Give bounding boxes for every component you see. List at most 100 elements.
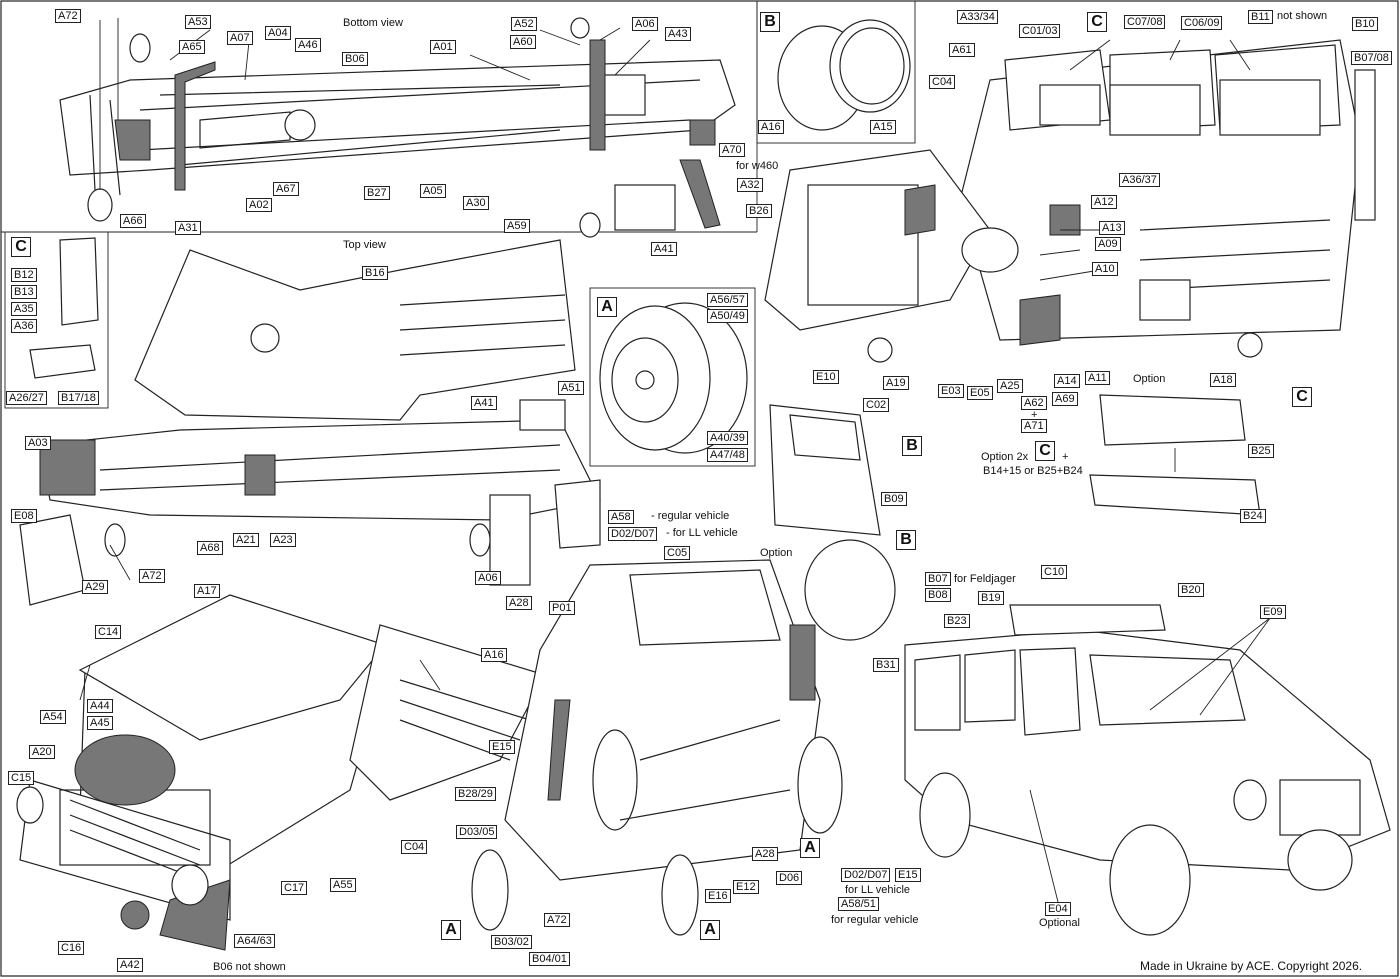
label-a06-mid: A06 <box>475 571 501 585</box>
top-view-title: Top view <box>343 239 386 251</box>
note-regular-vehicle: for regular vehicle <box>831 914 919 926</box>
label-b12: B12 <box>11 268 37 282</box>
interior-view <box>764 39 1376 363</box>
engine-bay-view <box>16 594 546 951</box>
label-a72-bot: A72 <box>544 913 570 927</box>
label-a45: A45 <box>87 716 113 730</box>
label-a10: A10 <box>1092 262 1118 276</box>
label-e10: E10 <box>813 370 839 384</box>
label-a03: A03 <box>25 436 51 450</box>
label-a42: A42 <box>117 958 143 972</box>
label-b19: B19 <box>978 591 1004 605</box>
label-p01: P01 <box>549 601 575 615</box>
callout-c-option: C <box>1035 441 1055 461</box>
label-a51: A51 <box>558 381 584 395</box>
label-e16: E16 <box>705 889 731 903</box>
label-a68: A68 <box>197 541 223 555</box>
panel-B25 <box>1099 394 1246 446</box>
label-b10: B10 <box>1352 17 1378 31</box>
label-b26: B26 <box>746 204 772 218</box>
label-e09: E09 <box>1260 605 1286 619</box>
label-a69: A69 <box>1052 392 1078 406</box>
label-e04: E04 <box>1045 902 1071 916</box>
label-a28-bot: A28 <box>752 847 778 861</box>
box-a-frame <box>589 287 756 467</box>
label-a41-mid: A41 <box>471 396 497 410</box>
note-for-w460: for w460 <box>736 160 779 172</box>
cap-parts <box>777 19 911 131</box>
box-b-frame <box>756 0 916 144</box>
label-a62: A62 <box>1021 396 1047 410</box>
label-a65: A65 <box>179 40 205 54</box>
chassis-bottom-view <box>59 17 736 238</box>
label-c07-08: C07/08 <box>1124 15 1166 29</box>
label-d02-d07: D02/D07 <box>608 527 658 541</box>
label-a31: A31 <box>175 221 201 235</box>
note-plus-between: + <box>1031 409 1038 421</box>
label-a15: A15 <box>870 120 896 134</box>
label-a60: A60 <box>510 35 536 49</box>
label-a72-top: A72 <box>55 9 81 23</box>
label-a16-box: A16 <box>758 120 784 134</box>
label-b23: B23 <box>944 614 970 628</box>
label-c02: C02 <box>863 398 890 412</box>
label-b06: B06 <box>342 52 368 66</box>
callout-b-top: B <box>760 12 780 32</box>
label-b16: B16 <box>362 266 388 280</box>
callout-a-front: A <box>800 838 820 858</box>
label-b20: B20 <box>1178 583 1204 597</box>
label-b08: B08 <box>925 588 951 602</box>
label-a56-57: A56/57 <box>707 293 748 307</box>
callout-a-rear: A <box>700 920 720 940</box>
leader-lines <box>79 18 1271 911</box>
label-a50-49: A50/49 <box>707 309 748 323</box>
label-a29: A29 <box>82 580 108 594</box>
label-b17-18: B17/18 <box>58 391 99 405</box>
label-a64-63: A64/63 <box>234 934 275 948</box>
label-b25: B25 <box>1248 444 1274 458</box>
label-e12: E12 <box>733 880 759 894</box>
label-a06-top: A06 <box>632 17 658 31</box>
callout-a-wheel: A <box>597 297 617 317</box>
label-a18: A18 <box>1210 373 1236 387</box>
label-b28-29: B28/29 <box>455 787 496 801</box>
label-c14: C14 <box>95 625 122 639</box>
label-a13: A13 <box>1099 221 1125 235</box>
note-d02-ll: - for LL vehicle <box>666 527 738 539</box>
label-e03: E03 <box>938 384 964 398</box>
floor-top-view <box>134 239 576 421</box>
label-a44: A44 <box>87 699 113 713</box>
label-c17: C17 <box>281 881 308 895</box>
label-a59: A59 <box>504 219 530 233</box>
vehicle-view <box>904 604 1391 936</box>
label-a04: A04 <box>265 26 291 40</box>
label-c04-top: C04 <box>929 75 956 89</box>
label-a36-37: A36/37 <box>1119 173 1160 187</box>
note-ll-vehicle: for LL vehicle <box>845 884 911 896</box>
label-a46: A46 <box>295 38 321 52</box>
callout-b-door: B <box>902 436 922 456</box>
label-a70: A70 <box>719 143 745 157</box>
note-option-lower: Option <box>760 547 793 559</box>
label-a54: A54 <box>40 710 66 724</box>
label-a72-mid: A72 <box>139 569 165 583</box>
label-a16-hood: A16 <box>481 648 507 662</box>
label-a55: A55 <box>330 878 356 892</box>
label-c10: C10 <box>1041 565 1068 579</box>
label-a19: A19 <box>883 376 909 390</box>
note-b06-not-shown: B06 not shown <box>213 961 286 973</box>
wheel-part <box>599 302 748 454</box>
label-b11: B11 <box>1248 10 1273 24</box>
label-a28-mid: A28 <box>506 596 532 610</box>
note-a58-regular: - regular vehicle <box>651 510 730 522</box>
label-b07-08: B07/08 <box>1351 51 1392 65</box>
label-a02: A02 <box>246 198 272 212</box>
panel-B24 <box>1089 474 1261 516</box>
label-e05: E05 <box>967 386 993 400</box>
note-option-plus: + <box>1062 451 1069 463</box>
label-a12: A12 <box>1091 195 1117 209</box>
label-a25: A25 <box>997 379 1023 393</box>
box-c-frame <box>4 231 109 409</box>
